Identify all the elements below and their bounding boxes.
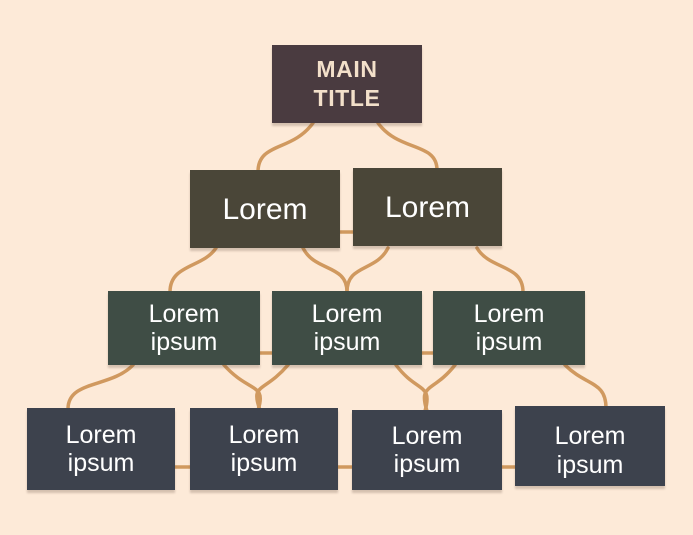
node-leaf-4: Lorem ipsum (515, 406, 665, 486)
node-label-line: Lorem (384, 190, 471, 224)
connector-title-to-branch-right (376, 121, 439, 172)
connector-group-1-to-leaf-2 (222, 363, 263, 412)
node-leaf-1: Lorem ipsum (27, 408, 175, 490)
connector-branch-left-to-group-2 (301, 246, 349, 294)
node-group-3: Lorem ipsum (433, 291, 585, 365)
node-label-line: ipsum (230, 449, 298, 477)
node-label-line: ipsum (475, 328, 543, 356)
node-label-line: ipsum (67, 449, 135, 477)
connector-branch-right-to-group-3 (475, 246, 525, 294)
connector-group-3-to-leaf-4 (563, 363, 608, 410)
node-label-line: MAIN (316, 55, 378, 82)
node-label-line: ipsum (313, 328, 381, 356)
node-branch-left: Lorem (190, 170, 340, 248)
connector-branch-left-to-group-1 (168, 246, 218, 294)
node-label-line: Lorem (222, 192, 308, 226)
node-label-line: Lorem (65, 420, 137, 449)
connector-group-2-to-leaf-3 (394, 363, 429, 413)
node-label-line: Lorem (391, 421, 463, 450)
node-label-line: ipsum (393, 450, 461, 478)
connector-group-1-to-leaf-1 (66, 363, 135, 411)
node-label-line: Lorem (228, 420, 300, 449)
node-leaf-2: Lorem ipsum (190, 408, 338, 490)
node-label-line: TITLE (313, 85, 381, 111)
connector-group-2-to-leaf-2 (255, 363, 290, 412)
connector-group-3-to-leaf-3 (422, 363, 457, 413)
node-branch-right: Lorem (353, 168, 502, 246)
connector-title-to-branch-left (256, 121, 315, 174)
node-main-title: MAIN TITLE (272, 45, 422, 123)
node-leaf-3: Lorem ipsum (352, 410, 502, 490)
node-label-line: Lorem (473, 299, 545, 328)
node-group-1: Lorem ipsum (108, 291, 260, 365)
node-label-line: Lorem (311, 299, 383, 328)
node-label-line: Lorem (148, 299, 220, 328)
node-label-line: ipsum (556, 450, 624, 479)
node-label-line: Lorem (554, 422, 626, 450)
node-label-line: ipsum (150, 328, 218, 356)
node-group-2: Lorem ipsum (272, 291, 422, 365)
connector-branch-right-to-group-2 (345, 246, 390, 294)
